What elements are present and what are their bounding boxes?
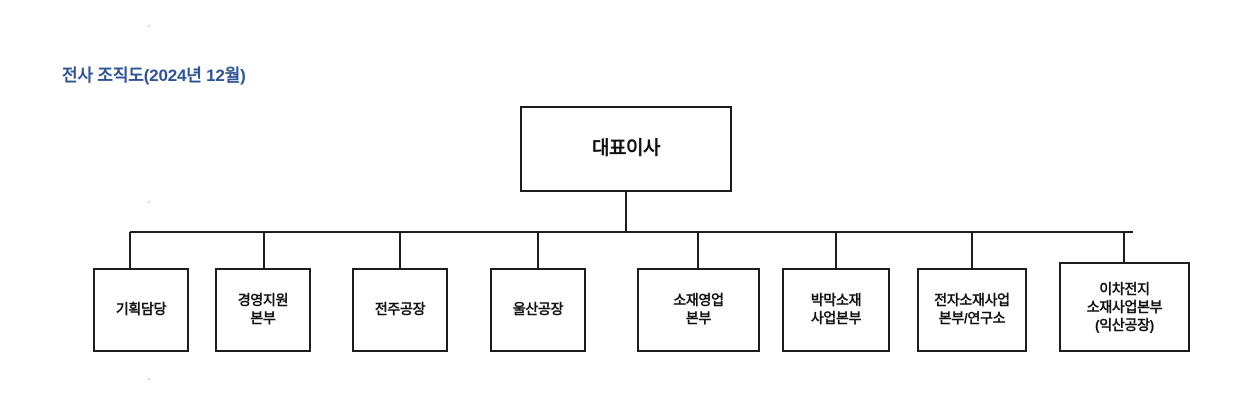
org-node-secondary-battery-materials[interactable]: 이차전지 소재사업본부 (익산공장) <box>1059 262 1190 352</box>
org-node-ceo[interactable]: 대표이사 <box>520 106 732 192</box>
scan-speck <box>148 25 150 27</box>
org-node-electronic-materials[interactable]: 전자소재사업 본부/연구소 <box>917 268 1027 352</box>
org-node-management-support[interactable]: 경영지원 본부 <box>215 268 311 352</box>
scan-speck <box>148 201 150 203</box>
org-node-thin-film-materials-label: 박막소재 사업본부 <box>810 292 862 326</box>
org-node-jeonju-plant[interactable]: 전주공장 <box>352 268 448 352</box>
org-node-ulsan-plant-label: 울산공장 <box>512 301 564 318</box>
org-node-materials-sales-label: 소재영업 본부 <box>673 292 724 326</box>
org-node-planning-label: 기획담당 <box>115 301 167 318</box>
org-node-ulsan-plant[interactable]: 울산공장 <box>490 268 586 352</box>
scan-speck <box>148 378 150 380</box>
org-node-materials-sales[interactable]: 소재영업 본부 <box>637 268 760 352</box>
org-node-electronic-materials-label: 전자소재사업 본부/연구소 <box>934 292 1010 326</box>
org-node-secondary-battery-materials-label: 이차전지 소재사업본부 (익산공장) <box>1086 280 1163 334</box>
org-node-ceo-label: 대표이사 <box>592 137 660 159</box>
org-node-jeonju-plant-label: 전주공장 <box>374 301 426 318</box>
org-node-planning[interactable]: 기획담당 <box>93 268 189 352</box>
org-node-management-support-label: 경영지원 본부 <box>237 292 289 326</box>
page-title: 전사 조직도(2024년 12월) <box>62 66 246 85</box>
org-node-thin-film-materials[interactable]: 박막소재 사업본부 <box>782 268 890 352</box>
